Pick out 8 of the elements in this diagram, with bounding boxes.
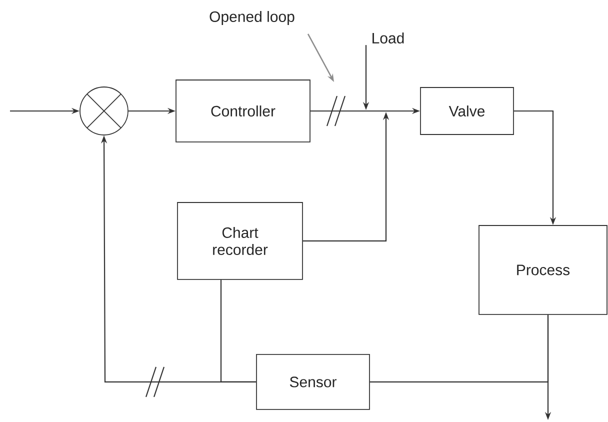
process-box: Process	[478, 225, 608, 315]
sensor-box: Sensor	[256, 354, 370, 410]
annotation-text: Opened loop	[210, 11, 294, 25]
recorder-box: Chart recorder	[177, 202, 303, 280]
valve-box: Valve	[420, 87, 514, 135]
controller-box: Controller	[176, 80, 310, 142]
summing-junction	[80, 86, 128, 136]
load-label: Load	[372, 32, 404, 44]
